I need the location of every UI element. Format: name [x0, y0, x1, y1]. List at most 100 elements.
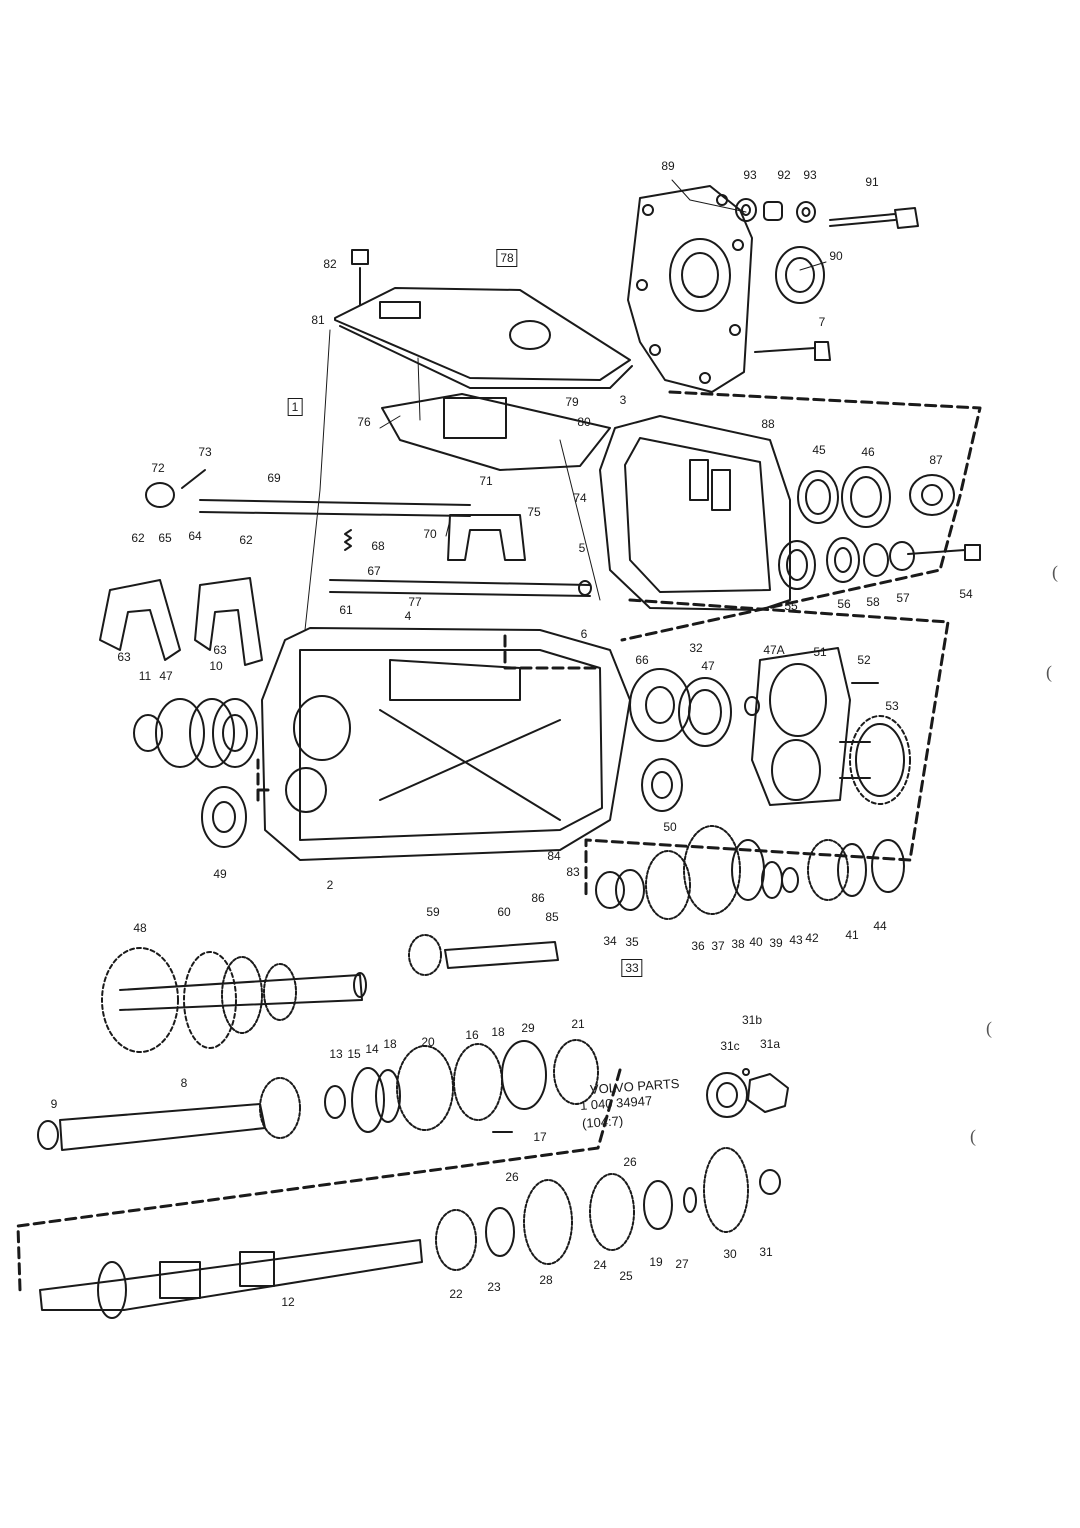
part-number-callout: 6 — [580, 627, 588, 641]
part-number-callout: 47 — [159, 669, 173, 683]
part-number-callout: 35 — [625, 935, 639, 949]
gasket — [381, 393, 611, 471]
part-number-callout: 40 — [749, 935, 763, 949]
part-number-callout: 47 — [701, 659, 715, 673]
part-number-callout: 18 — [491, 1025, 505, 1039]
part-number-callout: 84 — [547, 849, 561, 863]
part-number-callout: 20 — [421, 1035, 435, 1049]
part-number-callout: 87 — [929, 453, 943, 467]
part-number-callout: 42 — [805, 931, 819, 945]
bearing-cover — [751, 647, 851, 806]
margin-mark: ( — [1046, 662, 1052, 682]
part-number-callout: 31a — [759, 1037, 781, 1051]
main-gearbox-casing — [261, 627, 631, 861]
rear-cover-plate — [627, 185, 753, 393]
part-number-callout: 92 — [777, 168, 791, 182]
part-number-callout: 49 — [213, 867, 227, 881]
part-number-callout: 21 — [571, 1017, 585, 1031]
part-number-callout: 85 — [545, 910, 559, 924]
part-number-callout: 66 — [635, 653, 649, 667]
assembly-relation-lines — [16, 390, 982, 1292]
part-number-callout: 26 — [623, 1155, 637, 1169]
part-number-callout: 23 — [487, 1280, 501, 1294]
part-number-callout: 54 — [959, 587, 973, 601]
part-number-callout: 91 — [865, 175, 879, 189]
part-number-callout: 62 — [131, 531, 145, 545]
part-number-callout: 75 — [527, 505, 541, 519]
part-number-callout: 65 — [158, 531, 172, 545]
part-number-callout: 10 — [209, 659, 223, 673]
part-number-callout: 26 — [505, 1170, 519, 1184]
part-number-callout: 28 — [539, 1273, 553, 1287]
part-number-callout: 72 — [151, 461, 165, 475]
part-number-callout: 56 — [837, 597, 851, 611]
part-number-callout: 76 — [357, 415, 371, 429]
part-number-callout: 52 — [857, 653, 871, 667]
part-number-callout: 89 — [661, 159, 675, 173]
part-number-callout: 24 — [593, 1258, 607, 1272]
part-number-callout: 48 — [133, 921, 147, 935]
part-number-callout: 17 — [533, 1130, 547, 1144]
part-number-callout: 77 — [408, 595, 422, 609]
part-number-callout: 53 — [885, 699, 899, 713]
selector-rod — [199, 499, 471, 517]
part-number-callout: 31b — [741, 1013, 763, 1027]
part-number-callout: 7 — [818, 315, 826, 329]
part-number-callout: 61 — [339, 603, 353, 617]
part-number-callout: 30 — [723, 1247, 737, 1261]
part-number-callout: 38 — [731, 937, 745, 951]
part-number-callout: 39 — [769, 936, 783, 950]
part-number-callout: 45 — [812, 443, 826, 457]
part-number-callout: 50 — [663, 820, 677, 834]
intermediate-housing — [599, 415, 791, 611]
part-number-callout: 69 — [267, 471, 281, 485]
part-number-callout: 12 — [281, 1295, 295, 1309]
top-cover — [334, 287, 633, 389]
part-number-callout: 93 — [743, 168, 757, 182]
part-number-callout: 58 — [866, 595, 880, 609]
part-number-callout: 25 — [619, 1269, 633, 1283]
part-number-callout: 63 — [117, 650, 131, 664]
part-number-callout: 73 — [198, 445, 212, 459]
part-number-callout: 33 — [621, 959, 643, 977]
part-number-callout: 57 — [896, 591, 910, 605]
leader-lines — [304, 179, 827, 631]
part-number-callout: 41 — [845, 928, 859, 942]
part-number-callout: 29 — [521, 1021, 535, 1035]
part-number-callout: 67 — [367, 564, 381, 578]
part-number-callout: 1 — [287, 398, 303, 416]
part-number-callout: 90 — [829, 249, 843, 263]
part-number-callout: 78 — [496, 249, 518, 267]
part-number-callout: 51 — [813, 645, 827, 659]
part-number-callout: 14 — [365, 1042, 379, 1056]
part-number-callout: 27 — [675, 1257, 689, 1271]
part-number-callout: 9 — [50, 1097, 58, 1111]
part-number-callout: 18 — [383, 1037, 397, 1051]
part-number-callout: 81 — [311, 313, 325, 327]
part-number-callout: 8 — [180, 1076, 188, 1090]
part-number-callout: 44 — [873, 919, 887, 933]
margin-mark: ( — [970, 1126, 976, 1146]
part-number-callout: 79 — [565, 395, 579, 409]
part-number-callout: 74 — [573, 491, 587, 505]
part-number-callout: 82 — [323, 257, 337, 271]
part-number-callout: 13 — [329, 1047, 343, 1061]
part-number-callout: 19 — [649, 1255, 663, 1269]
part-number-callout: 4 — [404, 609, 412, 623]
part-number-callout: 5 — [578, 541, 586, 555]
part-number-callout: 93 — [803, 168, 817, 182]
part-number-callout: 62 — [239, 533, 253, 547]
input-shaft — [37, 1077, 346, 1151]
part-number-callout: 15 — [347, 1047, 361, 1061]
main-shaft — [39, 1239, 423, 1319]
part-number-callout: 86 — [531, 891, 545, 905]
part-number-callout: 55 — [784, 599, 798, 613]
part-number-callout: 46 — [861, 445, 875, 459]
margin-mark: ( — [1052, 562, 1058, 582]
seal-ring — [775, 246, 825, 304]
part-number-callout: 37 — [711, 939, 725, 953]
part-number-callout: 3 — [619, 393, 627, 407]
part-number-callout: 31c — [720, 1039, 740, 1053]
